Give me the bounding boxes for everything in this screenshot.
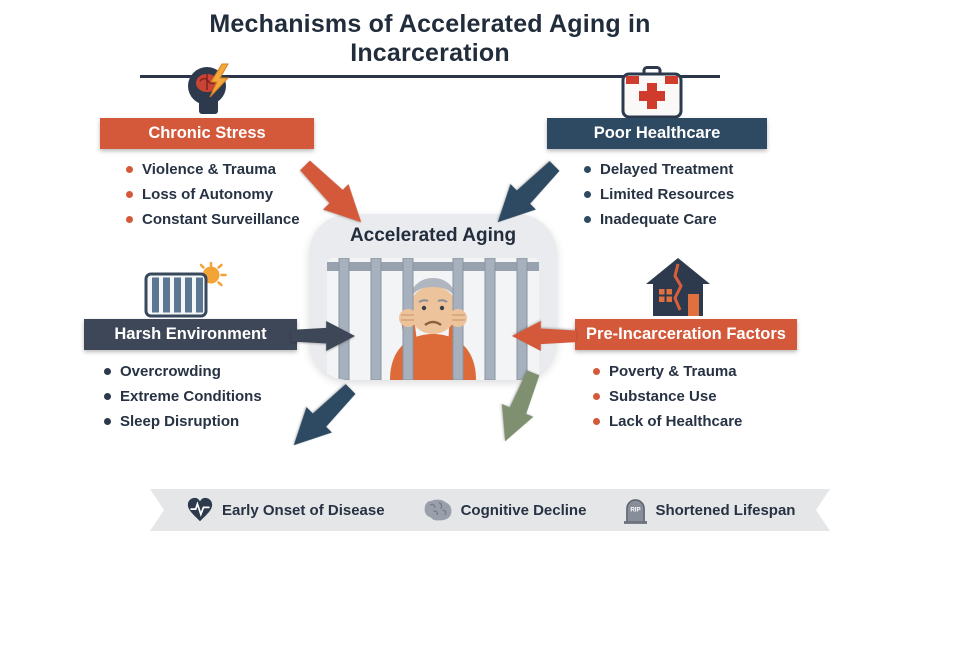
bullet-dot: [104, 418, 111, 425]
outcome-item: Early Onset of Disease: [186, 497, 385, 523]
poor-healthcare-banner: Poor Healthcare: [547, 118, 767, 149]
arrow-center-to-outcomes-left: [281, 376, 363, 458]
bullet-item: Inadequate Care: [584, 207, 734, 232]
bullet-item: Poverty & Trauma: [593, 359, 742, 384]
outcome-item: Cognitive Decline: [423, 498, 587, 523]
bullet-dot: [104, 393, 111, 400]
cracked-house-icon: [644, 256, 712, 318]
bullet-dot: [104, 368, 111, 375]
bullet-item: Limited Resources: [584, 182, 734, 207]
bullet-label: Substance Use: [609, 388, 717, 405]
bullet-item: Sleep Disruption: [104, 409, 262, 434]
chronic-stress-bullets: Violence & Trauma Loss of Autonomy Const…: [126, 157, 300, 232]
arrow-pre-incarceration-to-center: [512, 321, 576, 351]
bullet-item: Constant Surveillance: [126, 207, 300, 232]
bullet-label: Constant Surveillance: [142, 211, 300, 228]
page-title: Mechanisms of Accelerated Aging in Incar…: [140, 10, 720, 78]
center-label: Accelerated Aging: [349, 225, 517, 246]
outcome-item: RIP Shortened Lifespan: [624, 497, 795, 524]
pre-incarceration-banner: Pre-Incarceration Factors: [575, 319, 797, 350]
bullet-label: Inadequate Care: [600, 211, 717, 228]
stressed-brain-icon-svg: [188, 63, 230, 114]
prisoner-behind-bars-svg: [327, 258, 539, 380]
outcomes-ribbon: Early Onset of Disease Cognitive Decline…: [150, 489, 830, 531]
bullet-dot: [593, 418, 600, 425]
bullet-label: Poverty & Trauma: [609, 363, 737, 380]
chronic-stress-banner: Chronic Stress: [100, 118, 314, 149]
bullet-label: Limited Resources: [600, 186, 735, 203]
outcome-label: Shortened Lifespan: [655, 501, 796, 519]
bullet-item: Loss of Autonomy: [126, 182, 300, 207]
arrow-poor-healthcare-to-center: [485, 153, 567, 235]
bullet-item: Lack of Healthcare: [593, 409, 742, 434]
arrow-harsh-environment-to-center: [291, 321, 355, 351]
bullet-dot: [584, 216, 591, 223]
cracked-house-icon-svg: [646, 258, 710, 316]
first-aid-kit-icon-svg: [621, 66, 683, 119]
prison-building-sun-icon-svg: [144, 262, 227, 318]
center-panel: Accelerated Aging: [309, 214, 557, 380]
bullet-dot: [593, 368, 600, 375]
bullet-dot: [593, 393, 600, 400]
bullet-label: Overcrowding: [120, 363, 221, 380]
tombstone-icon: RIP: [624, 497, 647, 524]
heart-pulse-icon: [186, 497, 214, 523]
bullet-label: Extreme Conditions: [120, 388, 262, 405]
outcome-label: Cognitive Decline: [460, 501, 587, 519]
brain-icon: [423, 498, 453, 523]
bullet-item: Delayed Treatment: [584, 157, 734, 182]
bullet-label: Loss of Autonomy: [142, 186, 274, 203]
first-aid-kit-icon: [620, 66, 684, 120]
bullet-item: Extreme Conditions: [104, 384, 262, 409]
arrow-chronic-stress-to-center: [292, 153, 374, 235]
harsh-environment-bullets: Overcrowding Extreme Conditions Sleep Di…: [104, 359, 262, 434]
bullet-label: Lack of Healthcare: [609, 413, 743, 430]
bullet-item: Substance Use: [593, 384, 742, 409]
arrow-center-to-outcomes-right: [489, 366, 548, 447]
poor-healthcare-bullets: Delayed Treatment Limited Resources Inad…: [584, 157, 734, 232]
outcome-label: Early Onset of Disease: [222, 501, 385, 519]
bullet-item: Overcrowding: [104, 359, 262, 384]
bullet-dot: [584, 191, 591, 198]
bullet-dot: [126, 216, 133, 223]
harsh-environment-banner: Harsh Environment: [84, 319, 297, 350]
stressed-brain-icon: [180, 62, 238, 118]
tombstone-rip-text: RIP: [631, 506, 641, 513]
bullet-dot: [584, 166, 591, 173]
bullet-label: Violence & Trauma: [142, 161, 276, 178]
prisoner-behind-bars-illustration: [327, 258, 539, 380]
bullet-dot: [126, 166, 133, 173]
bullet-item: Violence & Trauma: [126, 157, 300, 182]
prison-building-sun-icon: [144, 262, 228, 318]
pre-incarceration-bullets: Poverty & Trauma Substance Use Lack of H…: [593, 359, 742, 434]
bullet-label: Delayed Treatment: [600, 161, 734, 178]
bullet-dot: [126, 191, 133, 198]
bullet-label: Sleep Disruption: [120, 413, 240, 430]
